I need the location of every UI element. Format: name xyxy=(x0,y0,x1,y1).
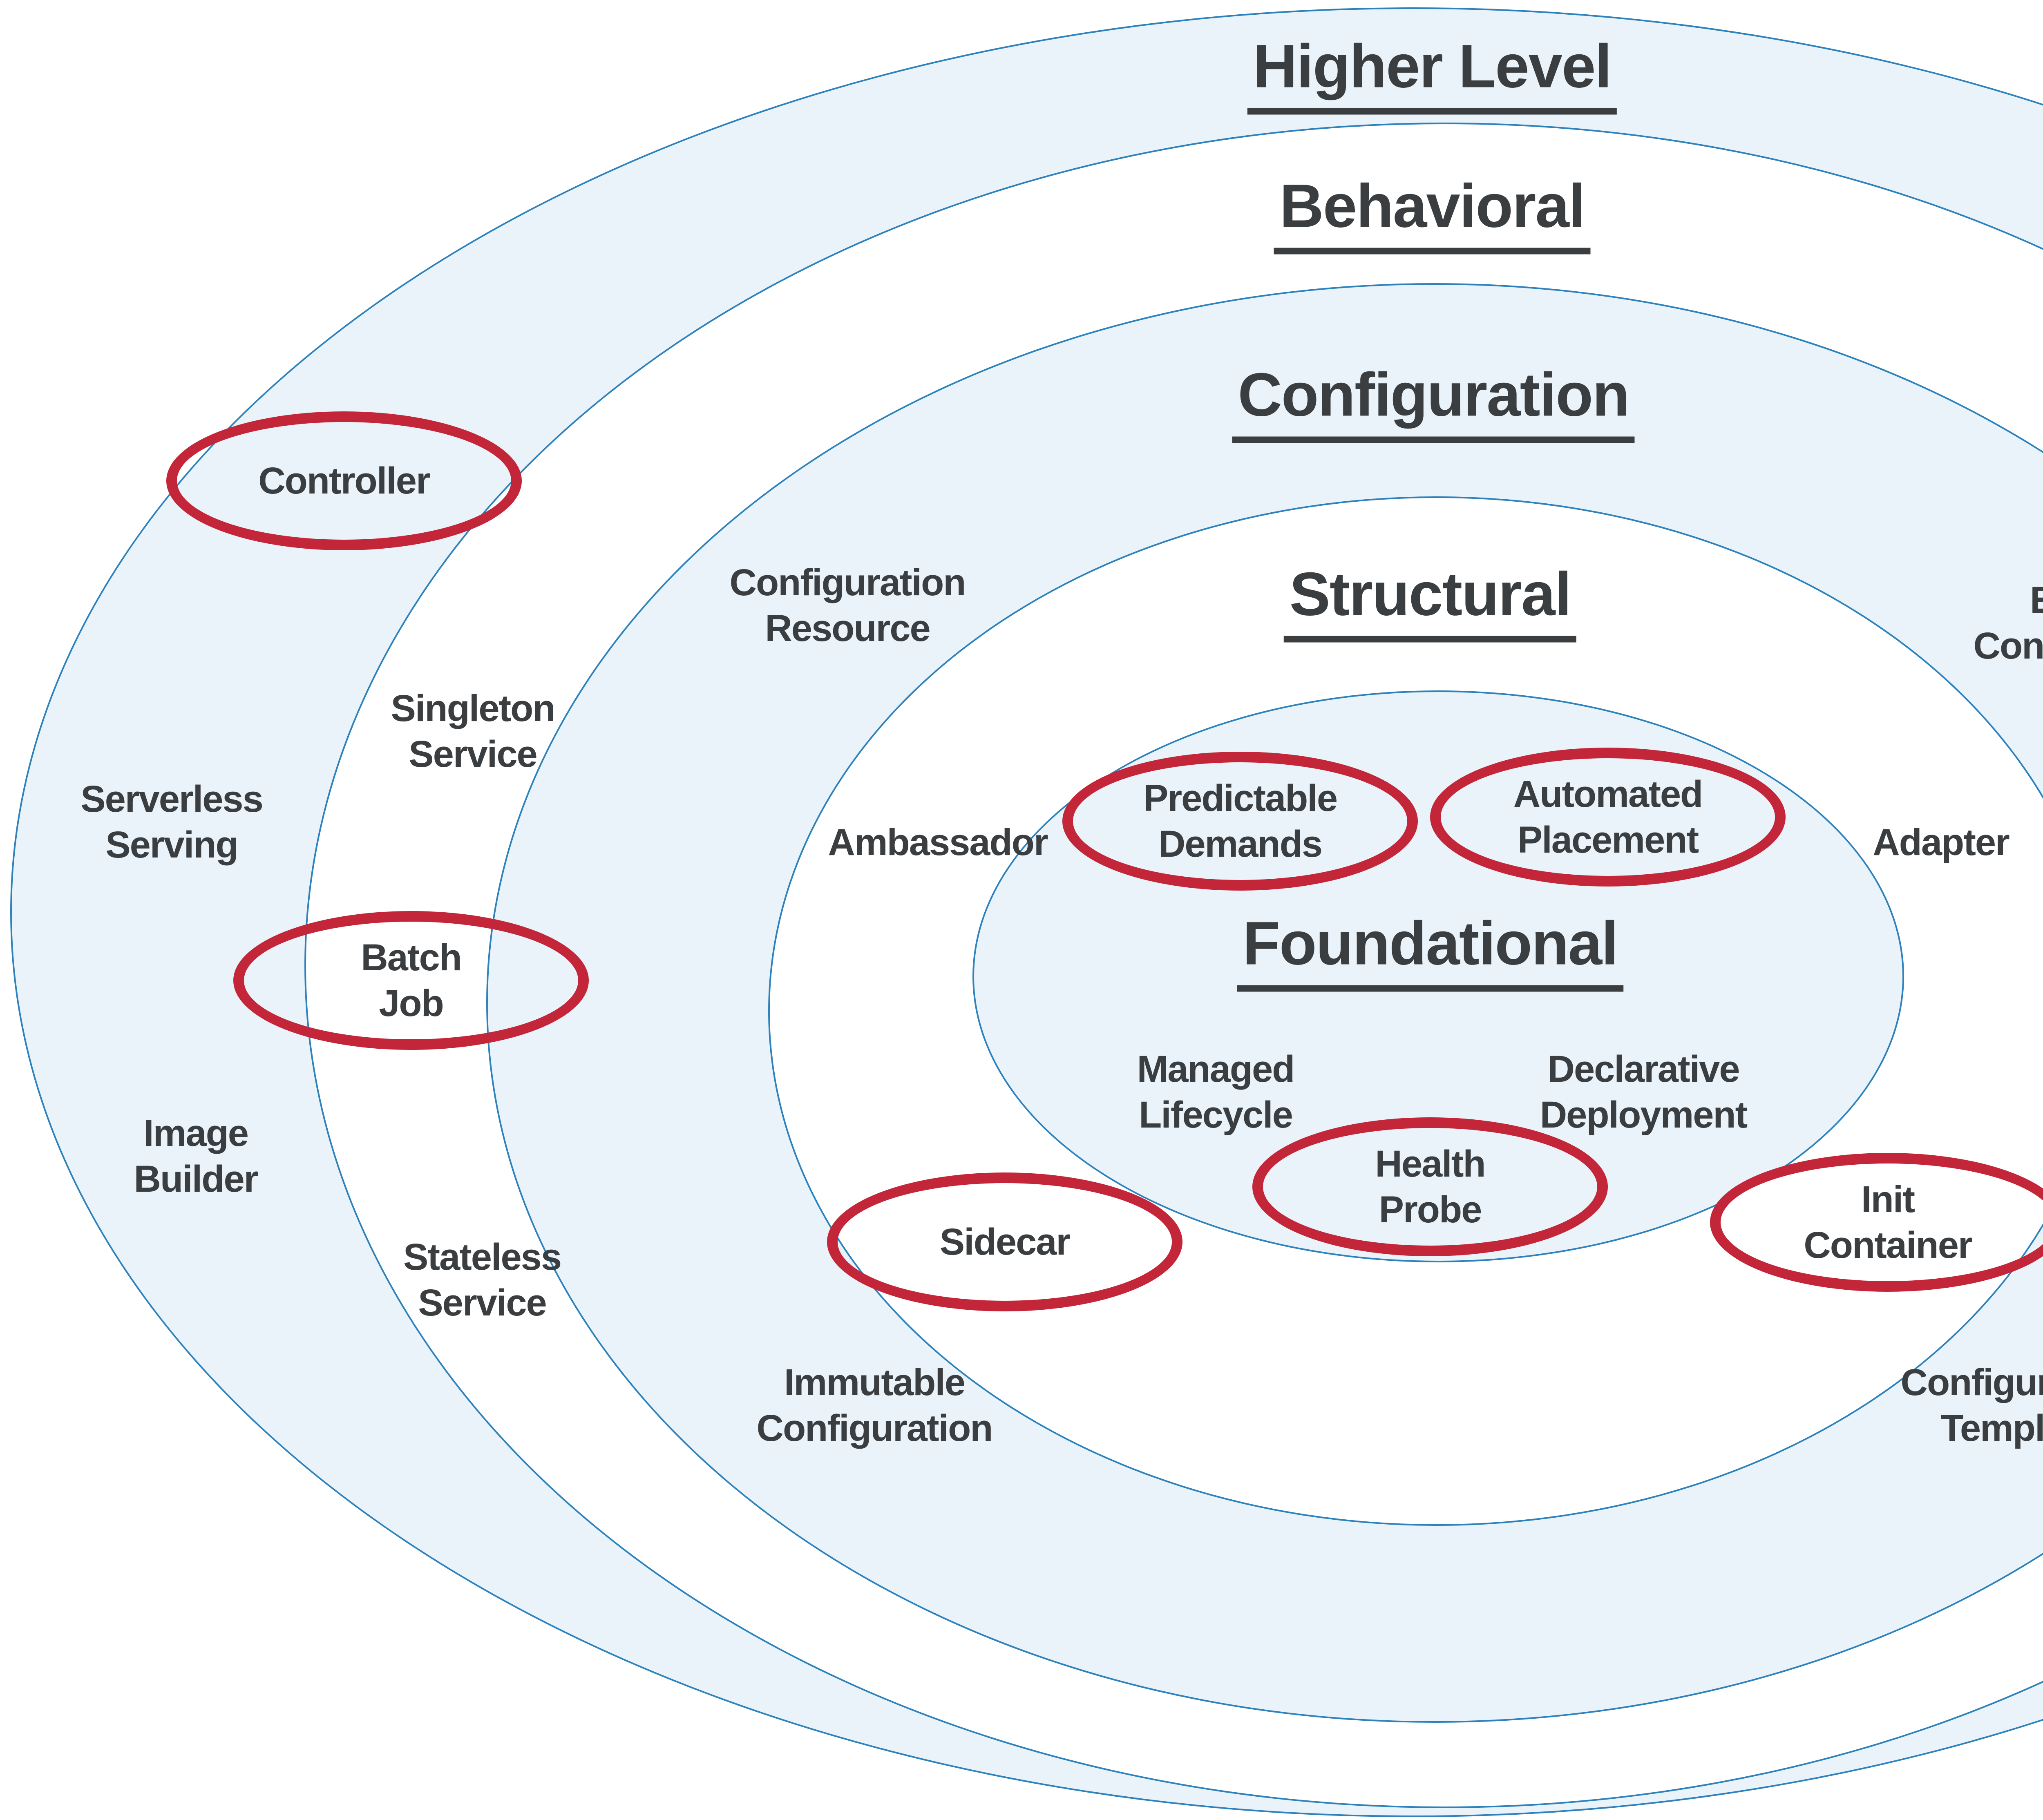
pattern-label-predictable-demands: Predictable Demands xyxy=(1143,777,1338,865)
pattern-label-immutable-configuration: Immutable Configuration xyxy=(756,1361,993,1449)
pattern-label-configuration-resource: Configuration Resource xyxy=(729,561,966,649)
pattern-label-batch-job: Batch Job xyxy=(361,936,462,1024)
pattern-label-singleton-service: Singleton Service xyxy=(391,687,555,775)
pattern-label-adapter: Adapter xyxy=(1873,821,2010,863)
pattern-label-stateless-service: Stateless Service xyxy=(403,1236,562,1324)
ring-title-structural: Structural xyxy=(1283,559,1577,643)
pattern-label-automated-placement: Automated Placement xyxy=(1513,773,1703,861)
pattern-label-managed-lifecycle: Managed Lifecycle xyxy=(1137,1048,1295,1136)
pattern-label-sidecar: Sidecar xyxy=(939,1221,1071,1263)
pattern-label-declarative-deployment: Declarative Deployment xyxy=(1540,1048,1748,1136)
pattern-label-controller: Controller xyxy=(258,460,431,502)
ring-title-configuration: Configuration xyxy=(1232,360,1635,443)
pattern-label-health-probe: Health Probe xyxy=(1375,1143,1486,1230)
pattern-label-image-builder: Image Builder xyxy=(134,1112,259,1200)
pattern-label-configuration-template: Configuration Template xyxy=(1900,1361,2043,1449)
ring-title-behavioral: Behavioral xyxy=(1274,171,1591,255)
pattern-label-ambassador: Ambassador xyxy=(828,821,1048,863)
ring-title-higher-level: Higher Level xyxy=(1247,31,1617,115)
pattern-label-init-container: Init Container xyxy=(1804,1178,1972,1266)
pattern-label-serverless-serving: Serverless Serving xyxy=(80,778,264,866)
ring-title-foundational: Foundational xyxy=(1237,908,1623,992)
pattern-label-envvar-configuration: EnvVar Configuration xyxy=(1973,579,2043,667)
